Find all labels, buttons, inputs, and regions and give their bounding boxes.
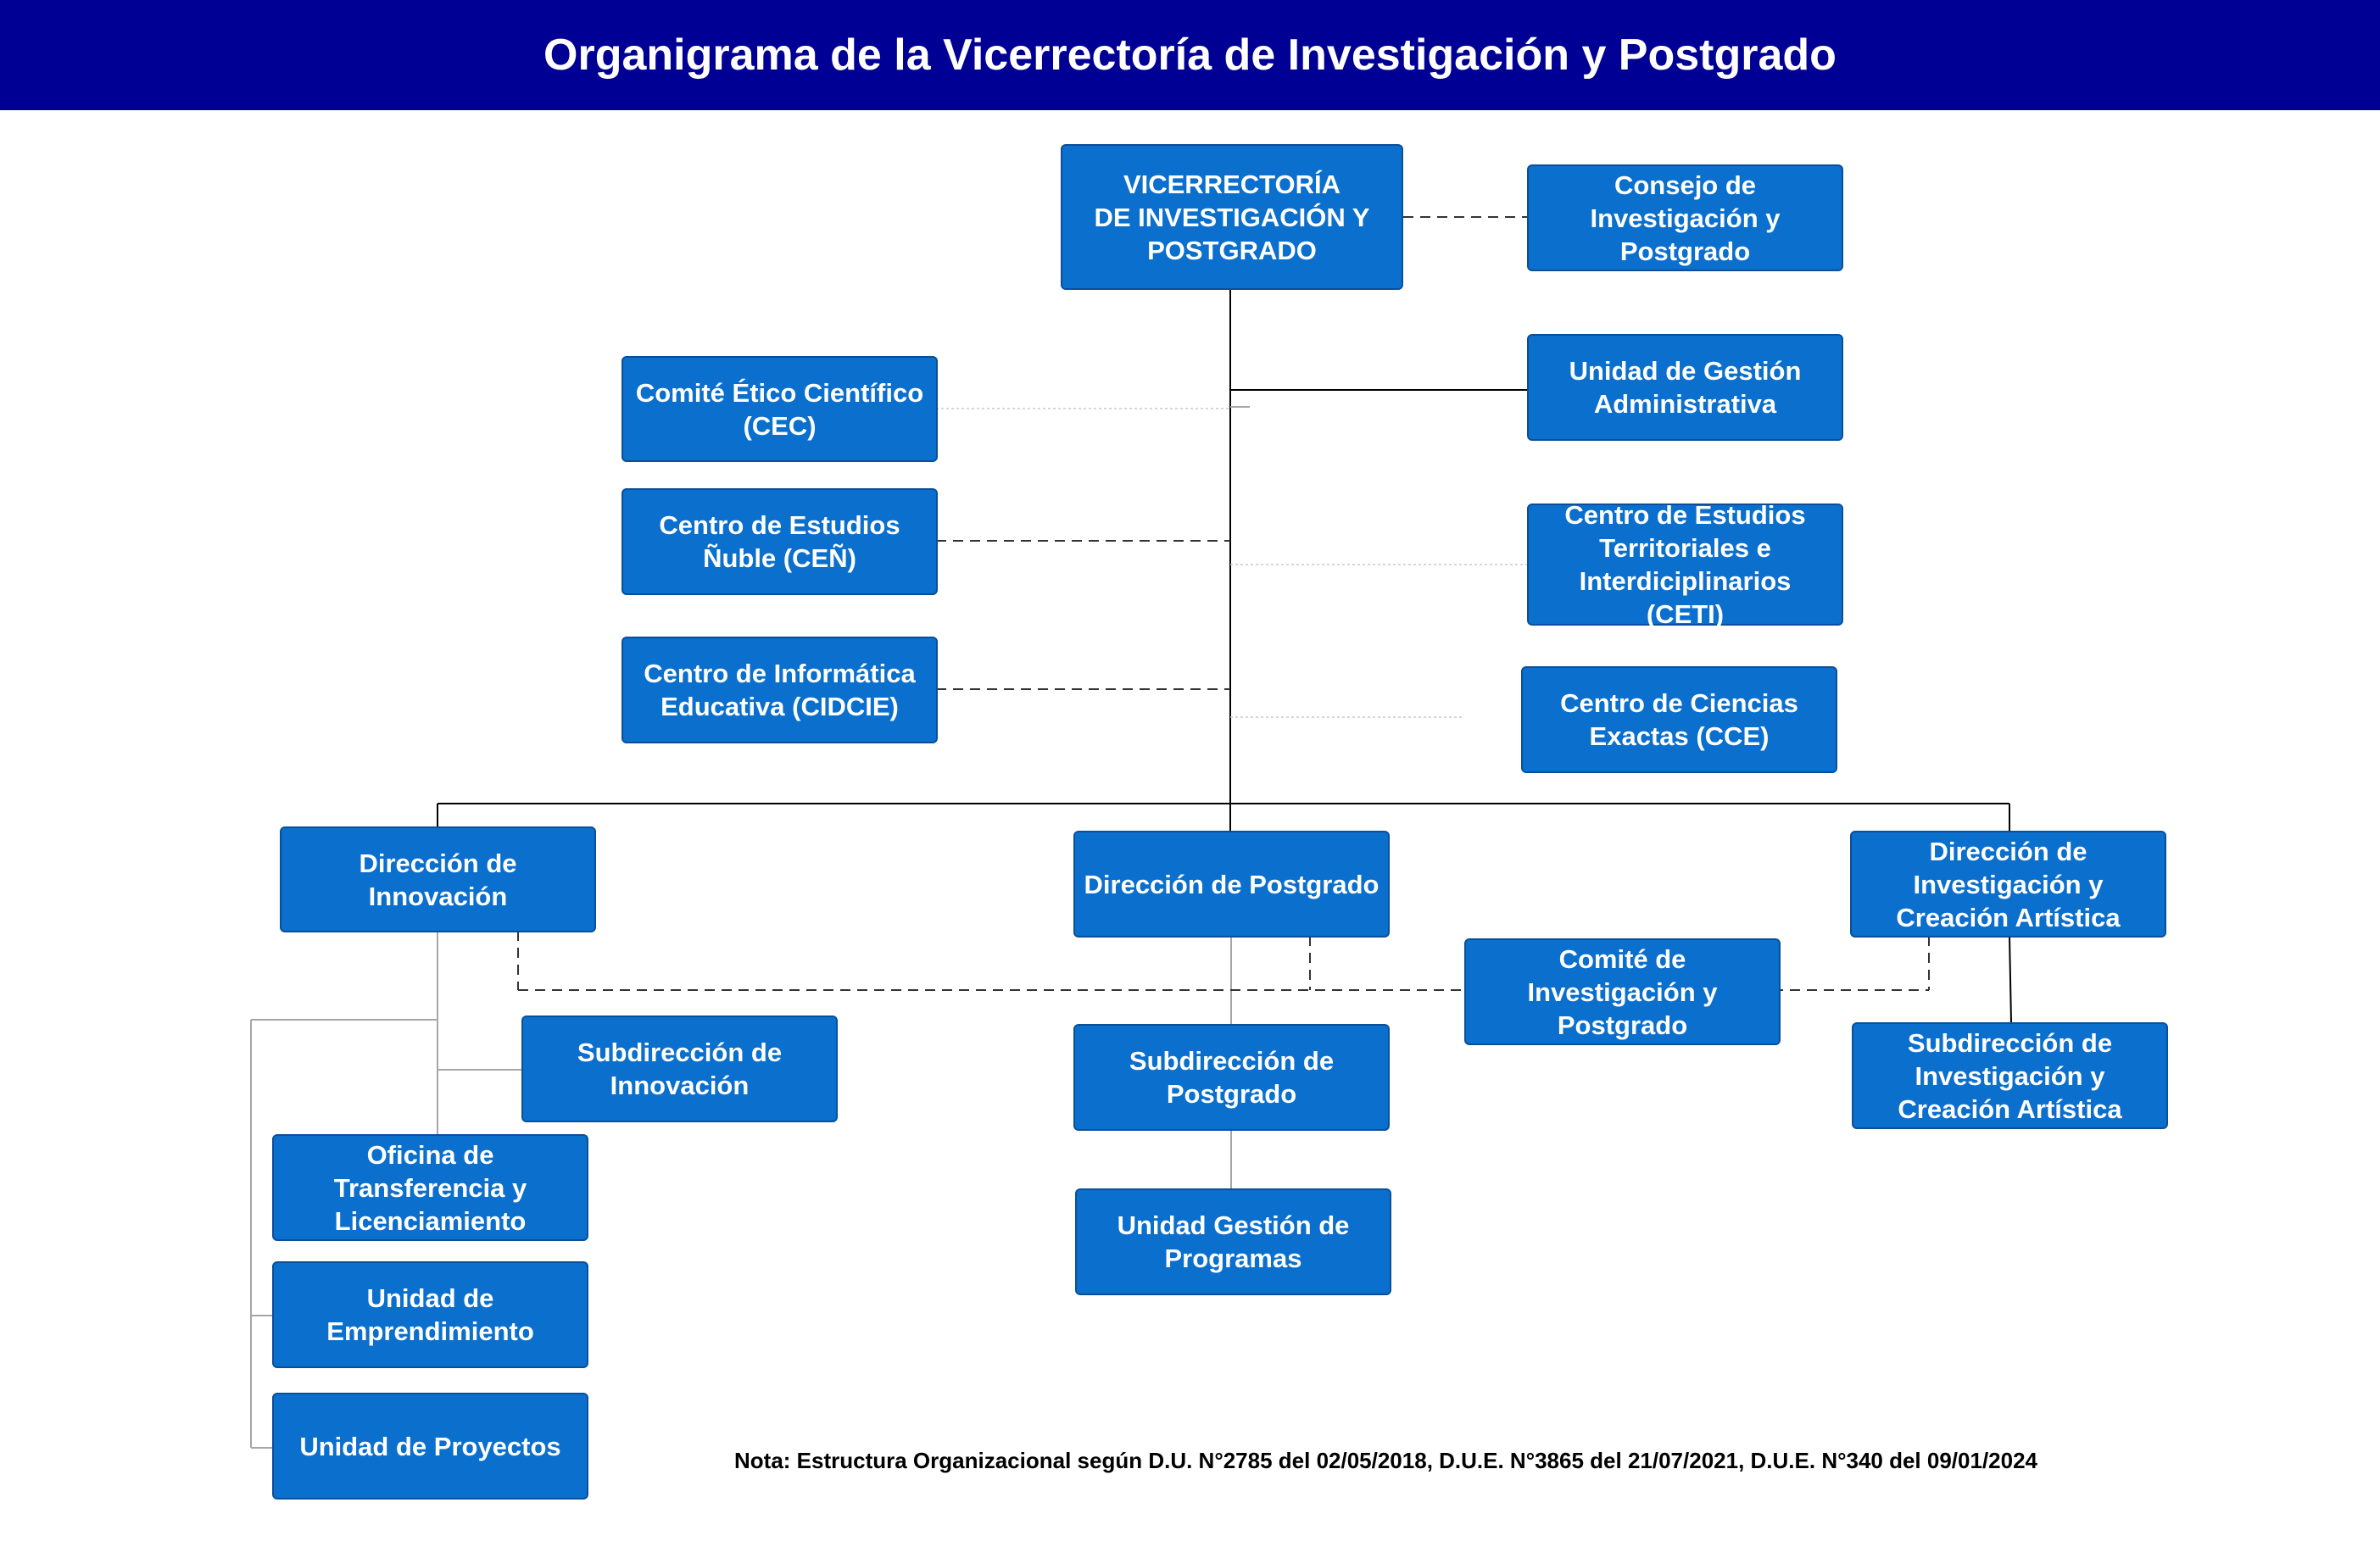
footnote: Nota: Estructura Organizacional según D.…: [734, 1448, 2038, 1473]
box-subdireccion-investigacion[interactable]: Subdirección de Investigación y Creación…: [1852, 1022, 2168, 1129]
box-centro-estudios-territoriales[interactable]: Centro de Estudios Territoriales e Inter…: [1527, 500, 1843, 629]
page-title: Organigrama de la Vicerrectoría de Inves…: [543, 31, 1837, 80]
box-subdireccion-postgrado[interactable]: Subdirección de Postgrado: [1073, 1024, 1390, 1131]
box-unidad-emprendimiento[interactable]: Unidad de Emprendimiento: [272, 1261, 588, 1368]
box-subdireccion-innovacion[interactable]: Subdirección de Innovación: [521, 1015, 838, 1122]
box-vicerrectoria[interactable]: VICERRECTORÍA DE INVESTIGACIÓN Y POSTGRA…: [1061, 144, 1403, 290]
box-direccion-innovacion[interactable]: Dirección de Innovación: [280, 826, 596, 932]
link-subdireccion-investigacion: [2009, 935, 2012, 1023]
box-oficina-transferencia[interactable]: Oficina de Transferencia y Licenciamient…: [272, 1134, 588, 1241]
box-comite-etico-cientifico[interactable]: Comité Ético Científico (CEC): [621, 356, 938, 462]
box-centro-estudios-nuble[interactable]: Centro de Estudios Ñuble (CEÑ): [621, 488, 938, 595]
box-unidad-proyectos[interactable]: Unidad de Proyectos: [272, 1393, 588, 1500]
box-unidad-gestion-programas[interactable]: Unidad Gestión de Programas: [1075, 1188, 1391, 1295]
box-direccion-postgrado[interactable]: Dirección de Postgrado: [1073, 831, 1390, 938]
box-centro-informatica-educativa[interactable]: Centro de Informática Educativa (CIDCIE): [621, 637, 938, 743]
box-centro-ciencias-exactas[interactable]: Centro de Ciencias Exactas (CCE): [1521, 666, 1837, 773]
box-comite-investigacion-postgrado[interactable]: Comité de Investigación y Postgrado: [1464, 938, 1781, 1045]
header-bar: Organigrama de la Vicerrectoría de Inves…: [0, 0, 2380, 110]
box-direccion-investigacion[interactable]: Dirección de Investigación y Creación Ar…: [1850, 831, 2166, 938]
box-consejo-investigacion-postgrado[interactable]: Consejo de Investigación y Postgrado: [1527, 164, 1843, 271]
box-unidad-gestion-administrativa[interactable]: Unidad de Gestión Administrativa: [1527, 334, 1843, 441]
